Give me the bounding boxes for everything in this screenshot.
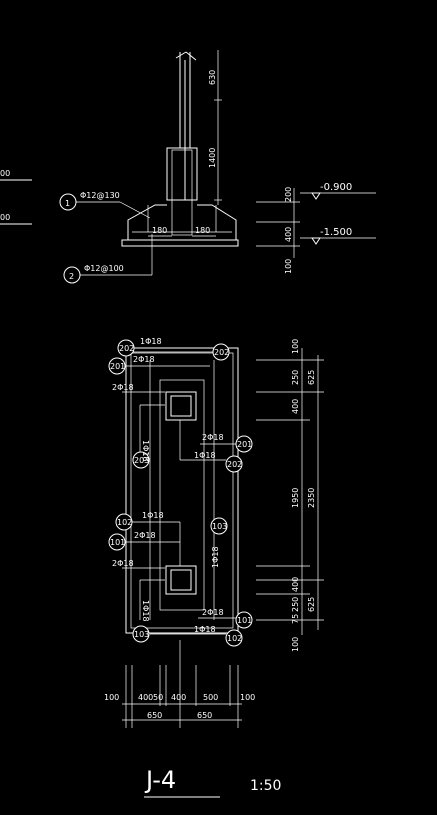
dim-b500: 500	[203, 693, 218, 702]
rebar-1-bot: 1Φ18	[194, 625, 216, 634]
tag-102-left: 102	[117, 518, 132, 527]
dim-400-top: 400	[291, 399, 300, 414]
dim-180-left: 180	[152, 226, 167, 235]
tag-202-topright: 202	[214, 348, 229, 357]
dim-100: 100	[284, 259, 293, 274]
callout-1-number: 1	[65, 199, 70, 208]
rebar-2-mid-right: 2Φ18	[202, 433, 224, 442]
rebar-2-mid2: 2Φ18	[134, 531, 156, 540]
tag-202-midright: 202	[227, 460, 242, 469]
rebar-1-top: 1Φ18	[140, 337, 162, 346]
title-name: J-4	[144, 766, 176, 794]
right-dimensions: 100 250 625 400 1950 2350 400 625 250 75…	[256, 339, 324, 652]
dim-b100-left: 100	[104, 693, 119, 702]
dim-b400: 400	[138, 693, 153, 702]
section-view: 00 00 180 180 630 1400 1	[0, 50, 376, 284]
rebar-2-bot-right: 2Φ18	[202, 608, 224, 617]
plan-view: 202 201 202 201 202 203 103 102 101 101 …	[104, 337, 324, 728]
dim-180-right: 180	[195, 226, 210, 235]
dim-400-bot: 400	[291, 577, 300, 592]
dim-b400b: 400	[171, 693, 186, 702]
dim-1950: 1950	[291, 488, 300, 508]
callout-2-text: Φ12@100	[84, 264, 124, 273]
dim-b650-right: 650	[197, 711, 212, 720]
tag-203-left: 203	[134, 456, 149, 465]
dim-2350: 2350	[307, 488, 316, 508]
dim-625-bot: 625	[307, 597, 316, 612]
tag-101-left: 101	[110, 538, 125, 547]
tag-202-top: 202	[119, 344, 134, 353]
dim-100-bot: 100	[291, 637, 300, 652]
plan-tags: 202 201 202 201 202 203 103 102 101 101 …	[108, 339, 253, 647]
callout-1-text: Φ12@130	[80, 191, 120, 200]
rebar-1-mid: 1Φ18	[194, 451, 216, 460]
dim-b100-right: 100	[240, 693, 255, 702]
dim-1400: 1400	[208, 148, 217, 168]
footing-outline	[125, 347, 239, 634]
dim-b50: 50	[153, 693, 163, 702]
callout-2-number: 2	[69, 272, 74, 281]
rebar-1-left-vert: 1Φ18	[141, 440, 150, 462]
dim-400: 400	[284, 227, 293, 242]
dim-625-top: 625	[307, 370, 316, 385]
dim-630: 630	[208, 70, 217, 85]
elevation-1: -0.900	[320, 182, 352, 193]
drawing-title: J-4 1:50	[144, 766, 281, 798]
rebar-2-left-top: 2Φ18	[112, 383, 134, 392]
dim-75: 75	[291, 614, 300, 624]
elevation-2: -1.500	[320, 227, 352, 238]
rebar-2-left-bot: 2Φ18	[112, 559, 134, 568]
dim-200: 200	[284, 187, 293, 202]
tag-102-bottom: 102	[227, 634, 242, 643]
dim-100-top: 100	[291, 339, 300, 354]
tag-201-top: 201	[110, 362, 125, 371]
column-bottom	[165, 565, 197, 595]
dim-b650-left: 650	[147, 711, 162, 720]
rebar-1-vert-mid: 1Φ18	[211, 546, 220, 568]
column-top	[165, 391, 197, 421]
rebar-2-top: 2Φ18	[133, 355, 155, 364]
rebar-1-left-bot: 1Φ18	[141, 600, 150, 622]
rebar-labels: 1Φ18 2Φ18 2Φ18 1Φ18 2Φ18 1Φ18 1Φ18 2Φ18 …	[112, 337, 224, 634]
tag-103-right: 103	[212, 522, 227, 531]
bottom-dimensions: 100 400 50 400 500 100 650 650	[104, 640, 255, 728]
rebar-1-mid2: 1Φ18	[142, 511, 164, 520]
dim-250-bot: 250	[291, 597, 300, 612]
left-label-1: 00	[0, 169, 10, 178]
tag-103-bottom: 103	[134, 630, 149, 639]
dim-250: 250	[291, 370, 300, 385]
left-label-2: 00	[0, 213, 10, 222]
tag-101-bottomright: 101	[237, 616, 252, 625]
title-scale: 1:50	[250, 778, 281, 794]
tag-201-right: 201	[237, 440, 252, 449]
